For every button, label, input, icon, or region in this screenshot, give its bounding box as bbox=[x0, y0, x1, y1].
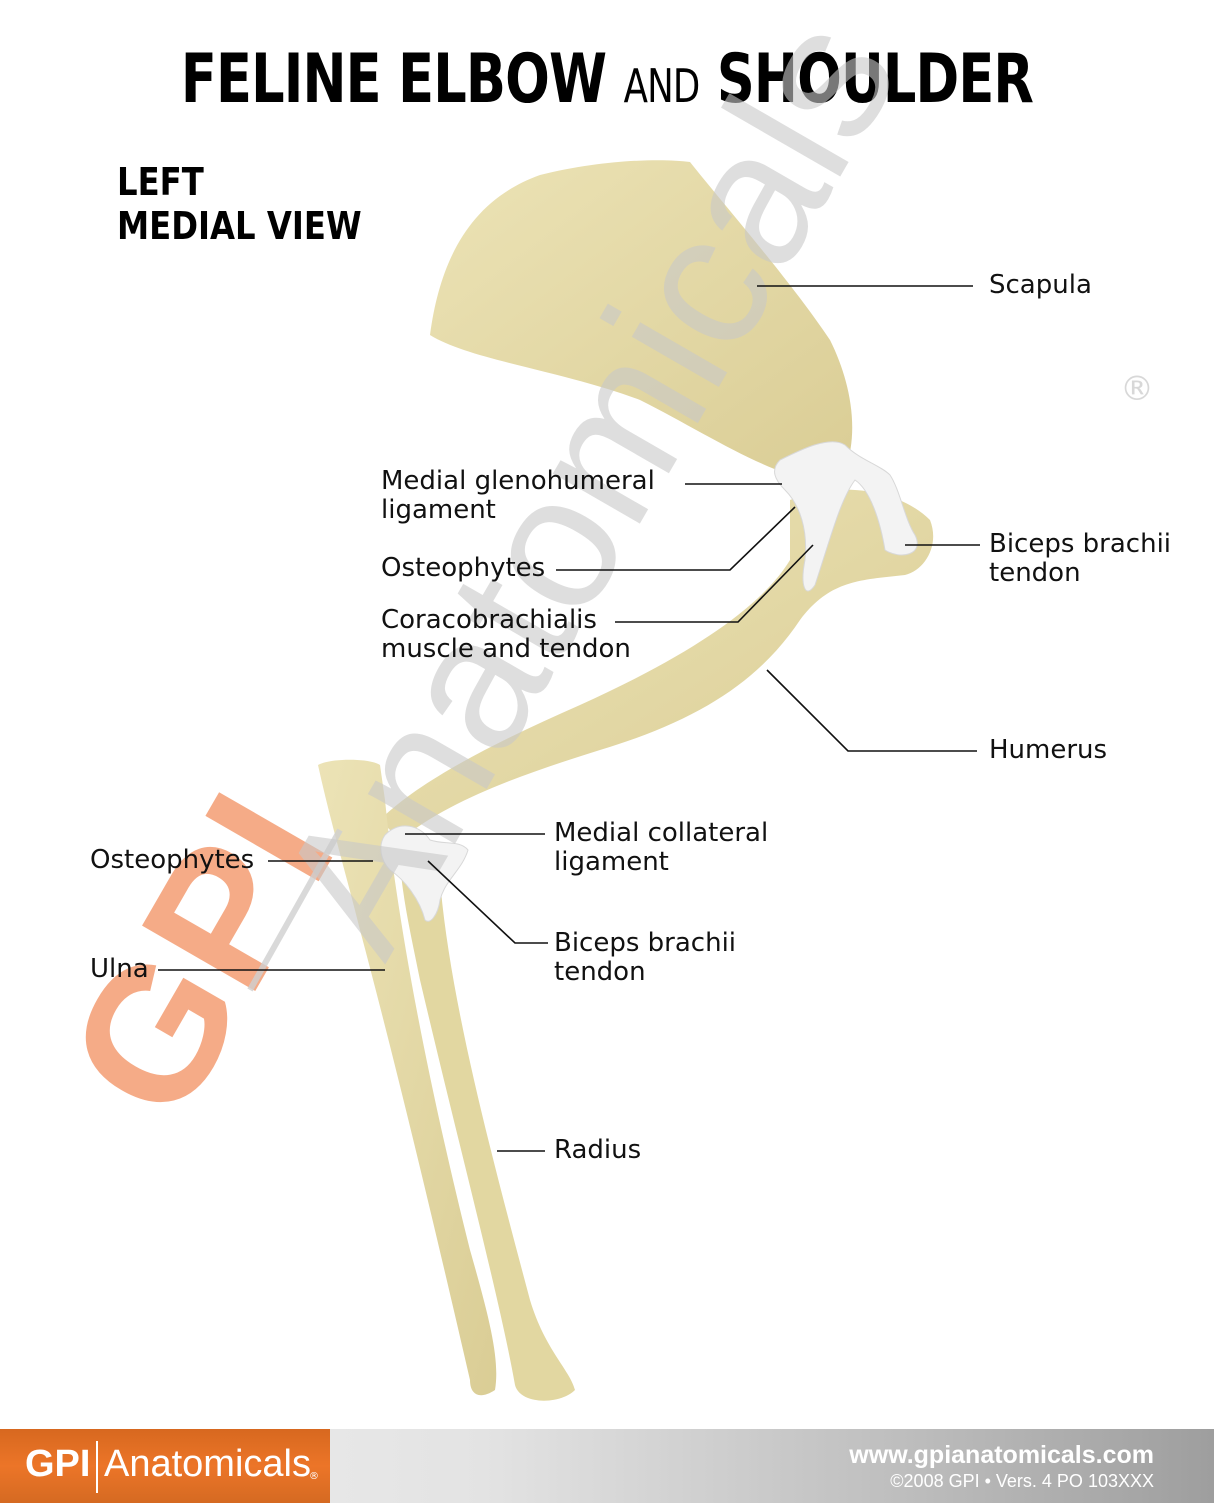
subtitle-line2: MEDIAL VIEW bbox=[117, 204, 362, 248]
humerus-bone bbox=[380, 489, 934, 840]
label-text: muscle and tendon bbox=[381, 634, 631, 664]
leader-lines bbox=[158, 285, 980, 1152]
title-part3: SHOULDER bbox=[716, 40, 1034, 119]
label-text: Radius bbox=[554, 1135, 642, 1165]
scapula-bone bbox=[430, 160, 853, 480]
label-text: Medial glenohumeral bbox=[381, 466, 655, 496]
label-text: Biceps brachii bbox=[989, 529, 1172, 559]
ulna-bone bbox=[318, 759, 497, 1396]
label-text: Coracobrachialis bbox=[381, 605, 597, 635]
anatomy-illustration: GPI Anatomicals ® bbox=[27, 0, 1154, 1401]
registered-mark-icon: ® bbox=[309, 1471, 319, 1482]
shoulder-ligament bbox=[774, 441, 918, 592]
label-text: Osteophytes bbox=[90, 845, 255, 875]
label-text: ligament bbox=[381, 495, 496, 525]
label-text: Osteophytes bbox=[381, 553, 546, 583]
label-text: Ulna bbox=[90, 954, 149, 984]
label-text: Scapula bbox=[989, 270, 1092, 300]
label-humerus: Humerus bbox=[989, 736, 1107, 765]
brand-name: Anatomicals bbox=[104, 1443, 311, 1485]
page-title: FELINE ELBOW AND SHOULDER bbox=[85, 40, 1129, 119]
label-text: ligament bbox=[554, 847, 669, 877]
label-ulna: Ulna bbox=[90, 955, 149, 984]
radius-bone bbox=[399, 837, 575, 1401]
footer-bar: GPI Anatomicals ® www.gpianatomicals.com… bbox=[0, 1429, 1214, 1503]
brand-divider bbox=[96, 1441, 98, 1493]
footer-brand-logo[interactable]: GPI Anatomicals ® bbox=[0, 1429, 330, 1503]
label-medial-glenohumeral-ligament: Medial glenohumeral ligament bbox=[381, 467, 655, 525]
elbow-ligament bbox=[380, 825, 469, 922]
label-coracobrachialis: Coracobrachialis muscle and tendon bbox=[381, 606, 631, 664]
label-medial-collateral-ligament: Medial collateral ligament bbox=[554, 819, 768, 877]
label-osteophytes-elbow: Osteophytes bbox=[90, 846, 254, 875]
bones bbox=[318, 160, 934, 1401]
title-part2: AND bbox=[623, 59, 701, 113]
label-biceps-brachii-tendon-elbow: Biceps brachii tendon bbox=[554, 929, 736, 987]
label-text: Humerus bbox=[989, 735, 1108, 765]
website-link[interactable]: www.gpianatomicals.com bbox=[849, 1441, 1154, 1469]
subtitle-line1: LEFT bbox=[117, 160, 204, 204]
title-part1: FELINE ELBOW bbox=[180, 40, 607, 119]
label-radius: Radius bbox=[554, 1136, 641, 1165]
watermark-registered: ® bbox=[1120, 369, 1154, 409]
copyright-text: ©2008 GPI • Vers. 4 PO 103XXX bbox=[890, 1471, 1154, 1491]
ligaments bbox=[380, 441, 918, 922]
label-text: Medial collateral bbox=[554, 818, 769, 848]
label-biceps-brachii-tendon-shoulder: Biceps brachii tendon bbox=[989, 530, 1171, 588]
label-osteophytes-shoulder: Osteophytes bbox=[381, 554, 545, 583]
watermark-divider bbox=[247, 828, 343, 992]
label-scapula: Scapula bbox=[989, 271, 1092, 300]
brand-gpi: GPI bbox=[25, 1443, 91, 1485]
label-text: Biceps brachii bbox=[554, 928, 737, 958]
label-text: tendon bbox=[554, 957, 646, 987]
label-text: tendon bbox=[989, 558, 1081, 588]
view-subtitle: LEFT MEDIAL VIEW bbox=[117, 160, 362, 248]
